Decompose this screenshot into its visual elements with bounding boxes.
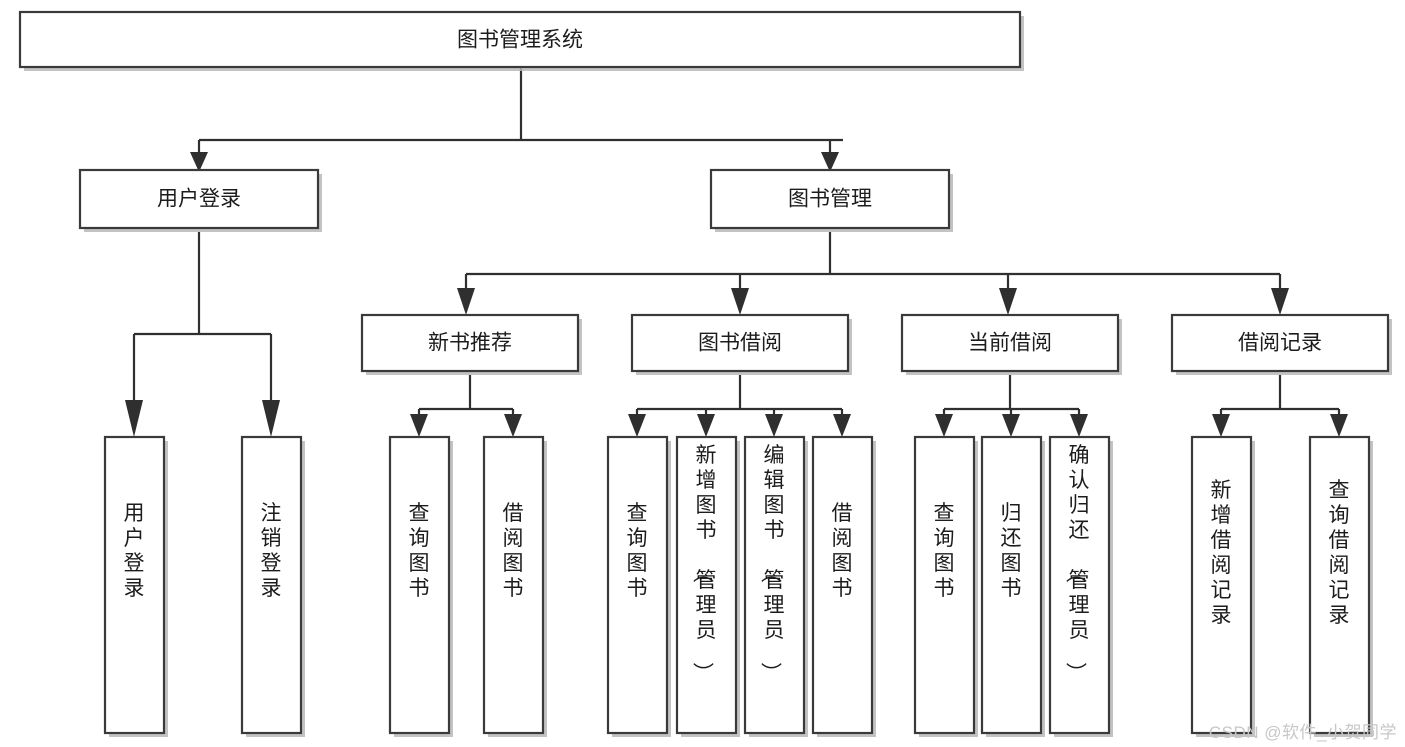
node-borrow-record-label: 借阅记录: [1238, 332, 1322, 355]
csdn-watermark: CSDN @软件_小贺同学: [1208, 723, 1397, 742]
node-root[interactable]: 图书管理系统: [18, 10, 1024, 71]
arrow-head-current-return: [1002, 414, 1020, 437]
leaf-borrow-lend-book-label: 借阅图书: [832, 502, 853, 600]
node-user-login-box[interactable]: [78, 168, 320, 230]
leaf-query-borrow-record-label: 查询借阅记录: [1329, 479, 1350, 627]
arrow-head-user-login: [190, 152, 208, 172]
node-new-book-recommend-label: 新书推荐: [428, 332, 512, 355]
node-book-management-label: 图书管理: [788, 188, 872, 211]
leaf-borrow-query-book[interactable]: 查询图书: [606, 435, 671, 737]
leaf-edit-book-admin-label: 编辑图书（管理员）: [759, 444, 785, 683]
leaf-borrow-lend-book[interactable]: 借阅图书: [811, 435, 876, 737]
arrow-head-new-book: [457, 288, 475, 315]
leaf-borrow-query-book-label: 查询图书: [627, 502, 648, 600]
leaf-add-borrow-record[interactable]: 新增借阅记录: [1190, 435, 1255, 737]
arrow-head-leaf-logout: [262, 400, 280, 437]
leaf-add-borrow-record-label: 新增借阅记录: [1211, 479, 1232, 627]
arrow-head-borrow-edit: [765, 414, 783, 437]
leaf-edit-book-admin[interactable]: 编辑图书（管理员）: [743, 435, 808, 737]
arrow-head-record-add: [1212, 414, 1230, 437]
arrow-head-current-query: [935, 414, 953, 437]
node-current-borrow-box[interactable]: [900, 313, 1120, 373]
arrow-head-new-borrow: [504, 414, 522, 437]
node-book-borrow-box[interactable]: [630, 313, 850, 373]
leaf-borrow-query-book-box[interactable]: [606, 435, 669, 735]
leaf-return-book[interactable]: 归还图书: [980, 435, 1045, 737]
leaf-current-query-book[interactable]: 查询图书: [913, 435, 978, 737]
leaf-confirm-return-admin-label: 确认归还（管理员）: [1064, 444, 1090, 683]
leaf-new-borrow-book-label: 借阅图书: [503, 502, 524, 600]
leaf-new-borrow-book-box[interactable]: [482, 435, 545, 735]
node-root-box[interactable]: [18, 10, 1022, 69]
node-book-borrow[interactable]: 图书借阅: [630, 313, 852, 375]
leaf-confirm-return-admin[interactable]: 确认归还（管理员）: [1048, 435, 1113, 737]
leaf-confirm-return-admin-box[interactable]: [1048, 435, 1111, 735]
leaf-current-query-book-label: 查询图书: [934, 502, 955, 600]
node-new-book-recommend[interactable]: 新书推荐: [360, 313, 582, 375]
arrow-head-leaf-user-login: [125, 400, 143, 437]
connector-layer: [125, 67, 1348, 437]
node-borrow-record-box[interactable]: [1170, 313, 1390, 373]
leaf-borrow-lend-book-box[interactable]: [811, 435, 874, 735]
leaf-add-book-admin-box[interactable]: [675, 435, 738, 735]
node-user-login[interactable]: 用户登录: [78, 168, 322, 232]
arrow-head-record-query: [1330, 414, 1348, 437]
leaf-new-borrow-book[interactable]: 借阅图书: [482, 435, 547, 737]
arrow-head-borrow-add: [697, 414, 715, 437]
leaf-new-query-book-label: 查询图书: [409, 502, 430, 600]
leaf-logout[interactable]: 注销登录: [240, 435, 305, 737]
node-book-borrow-label: 图书借阅: [698, 332, 782, 355]
leaf-add-book-admin[interactable]: 新增图书（管理员）: [675, 435, 740, 737]
node-user-login-label: 用户登录: [157, 188, 241, 211]
leaf-edit-book-admin-box[interactable]: [743, 435, 806, 735]
node-book-management[interactable]: 图书管理: [709, 168, 953, 232]
arrow-head-new-query: [410, 414, 428, 437]
arrow-head-borrow-query: [628, 414, 646, 437]
arrow-head-current-confirm: [1070, 414, 1088, 437]
leaf-user-login[interactable]: 用户登录: [103, 435, 168, 737]
node-root-label: 图书管理系统: [457, 29, 583, 52]
leaf-new-query-book[interactable]: 查询图书: [388, 435, 453, 737]
leaf-query-borrow-record[interactable]: 查询借阅记录: [1308, 435, 1373, 737]
leaf-user-login-box[interactable]: [103, 435, 166, 735]
leaf-return-book-box[interactable]: [980, 435, 1043, 735]
node-book-management-box[interactable]: [709, 168, 951, 230]
leaf-query-borrow-record-box[interactable]: [1308, 435, 1371, 735]
arrow-head-borrow-record: [1271, 288, 1289, 315]
node-current-borrow-label: 当前借阅: [968, 332, 1052, 355]
node-borrow-record[interactable]: 借阅记录: [1170, 313, 1392, 375]
arrow-head-borrow-lend: [833, 414, 851, 437]
arrow-head-book-borrow: [731, 288, 749, 315]
arrow-head-book-manage: [821, 152, 839, 172]
leaf-logout-label: 注销登录: [261, 502, 282, 600]
leaf-new-query-book-box[interactable]: [388, 435, 451, 735]
leaf-return-book-label: 归还图书: [1001, 502, 1022, 600]
leaf-user-login-label: 用户登录: [124, 502, 145, 600]
arrow-head-current-borrow: [999, 288, 1017, 315]
leaf-add-borrow-record-box[interactable]: [1190, 435, 1253, 735]
leaf-add-book-admin-label: 新增图书（管理员）: [691, 444, 717, 683]
node-new-book-recommend-box[interactable]: [360, 313, 580, 373]
node-current-borrow[interactable]: 当前借阅: [900, 313, 1122, 375]
leaf-logout-box[interactable]: [240, 435, 303, 735]
leaf-current-query-book-box[interactable]: [913, 435, 976, 735]
